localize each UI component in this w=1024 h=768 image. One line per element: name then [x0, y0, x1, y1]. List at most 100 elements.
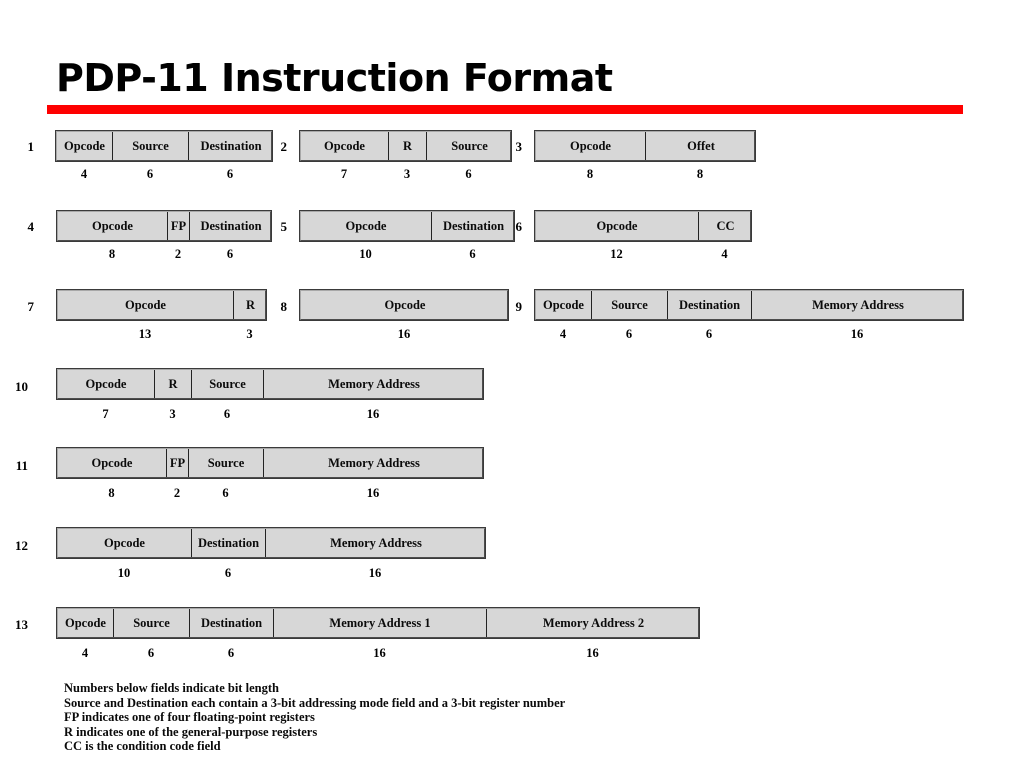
format-field: R: [245, 298, 256, 312]
legend-note: R indicates one of the general-purpose r…: [64, 724, 318, 739]
format-field: Opcode: [536, 291, 592, 319]
format-field: Destination: [442, 219, 505, 233]
format-field: Destination: [668, 291, 752, 319]
format-field: Destination: [200, 219, 262, 233]
format-field: Opcode: [58, 609, 114, 637]
format-field: Opcode: [57, 132, 113, 160]
bit-length-label: 6: [625, 327, 633, 341]
format-field: Source: [114, 609, 190, 637]
bit-length-label: 16: [366, 407, 380, 421]
bit-length-labels: 13 3: [57, 327, 266, 343]
format-field: FP: [167, 449, 189, 477]
format-field: Opcode: [536, 132, 646, 160]
format-row-number: 6: [515, 219, 523, 234]
bit-length-label: 7: [102, 407, 109, 421]
bit-length-label: 4: [559, 327, 567, 341]
format-field: Opcode: [301, 212, 432, 240]
format-row: Opcode: [300, 290, 508, 320]
format-field: Offet: [687, 139, 715, 153]
format-row-number: 12: [15, 538, 28, 553]
bit-length-label: 3: [246, 327, 253, 341]
bit-length-label: 2: [173, 486, 181, 500]
legend-notes: Numbers below fields indicate bit length…: [64, 681, 944, 754]
bit-length-label: 4: [721, 247, 728, 261]
bit-length-label: 6: [147, 646, 155, 660]
format-field: Destination: [192, 529, 266, 557]
format-field: Opcode: [301, 132, 389, 160]
bit-length-label: 16: [397, 327, 411, 341]
bit-length-label: 4: [80, 167, 88, 181]
format-field: R: [389, 132, 427, 160]
format-row-number: 10: [15, 379, 28, 394]
format-field: R: [155, 370, 192, 398]
format-row-number: 9: [515, 299, 523, 314]
title-accent-rule: [47, 105, 963, 114]
format-field: FP: [168, 212, 190, 240]
bit-length-label: 10: [359, 247, 372, 261]
bit-length-label: 12: [610, 247, 623, 261]
bit-length-labels: 10 6: [300, 247, 514, 263]
bit-length-label: 8: [696, 167, 704, 181]
format-row-number: 2: [280, 139, 288, 154]
bit-length-label: 3: [403, 167, 411, 181]
legend-note: Numbers below fields indicate bit length: [64, 681, 279, 695]
bit-length-labels: 7 3 6 16: [57, 407, 483, 423]
bit-length-labels: 16: [300, 327, 508, 343]
format-field: Opcode: [58, 212, 168, 240]
page-title: PDP-11 Instruction Format: [56, 56, 613, 100]
format-row: Opcode CC: [535, 211, 751, 241]
legend-note: FP indicates one of four floating-point …: [64, 710, 315, 725]
format-field: Destination: [200, 139, 262, 153]
legend-note: Source and Destination each contain a 3-…: [64, 695, 566, 710]
format-row-number: 7: [27, 299, 35, 314]
format-row-number: 8: [280, 299, 288, 314]
bit-length-label: 6: [222, 486, 229, 500]
bit-length-label: 8: [586, 167, 594, 181]
format-row-number: 3: [515, 139, 523, 154]
format-field: Source: [189, 449, 264, 477]
bit-length-label: 13: [138, 327, 152, 341]
bit-length-labels: 12 4: [535, 247, 751, 263]
bit-length-label: 16: [850, 327, 864, 341]
format-field: Destination: [190, 609, 274, 637]
bit-length-label: 10: [117, 566, 131, 580]
bit-length-label: 6: [469, 247, 476, 261]
format-field: Memory Address: [812, 298, 904, 312]
bit-length-label: 6: [223, 407, 231, 421]
format-field: Opcode: [536, 212, 699, 240]
bit-length-label: 16: [373, 646, 386, 660]
bit-length-label: 6: [705, 327, 713, 341]
legend-note: CC is the condition code field: [64, 739, 221, 754]
bit-length-label: 8: [108, 247, 116, 261]
bit-length-label: 6: [226, 167, 234, 181]
bit-length-label: 4: [81, 646, 89, 660]
format-field: Memory Address 1: [274, 609, 487, 637]
format-row-number: 5: [280, 219, 288, 234]
format-field: Memory Address: [330, 536, 422, 550]
bit-length-label: 16: [366, 486, 380, 500]
format-row-number: 11: [15, 458, 28, 473]
bit-length-label: 3: [169, 407, 176, 421]
format-row: Opcode Offet: [535, 131, 755, 161]
format-field: Opcode: [384, 298, 426, 312]
format-row-number: 4: [27, 219, 35, 234]
format-field: Source: [113, 132, 189, 160]
bit-length-label: 6: [224, 566, 232, 580]
format-field: Source: [192, 370, 264, 398]
format-field: CC: [716, 219, 735, 233]
